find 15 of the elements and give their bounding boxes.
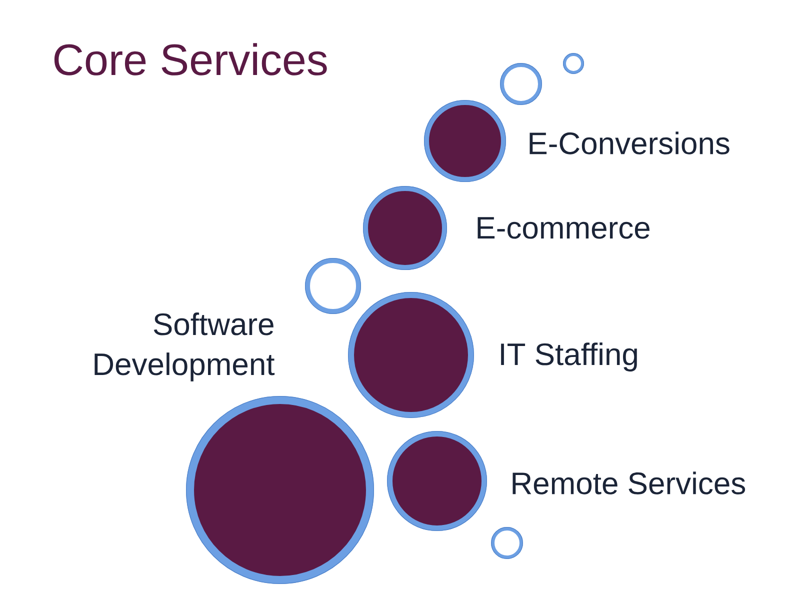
bubble [186, 396, 374, 584]
title: Core Services [54, 43, 327, 76]
ring [305, 258, 361, 314]
circle-label: Remote Services [512, 472, 746, 494]
circle-label: Software Development [94, 312, 275, 382]
bubble [363, 186, 447, 270]
bubble [424, 100, 506, 182]
circle-label: IT Staffing [501, 342, 637, 372]
ring [563, 53, 584, 74]
circle-label: E-Conversions [530, 132, 730, 154]
bubble [387, 431, 487, 531]
ring [500, 63, 542, 105]
ring [491, 527, 523, 559]
bubble [348, 292, 474, 418]
circle-label: E-commerce [478, 217, 650, 239]
